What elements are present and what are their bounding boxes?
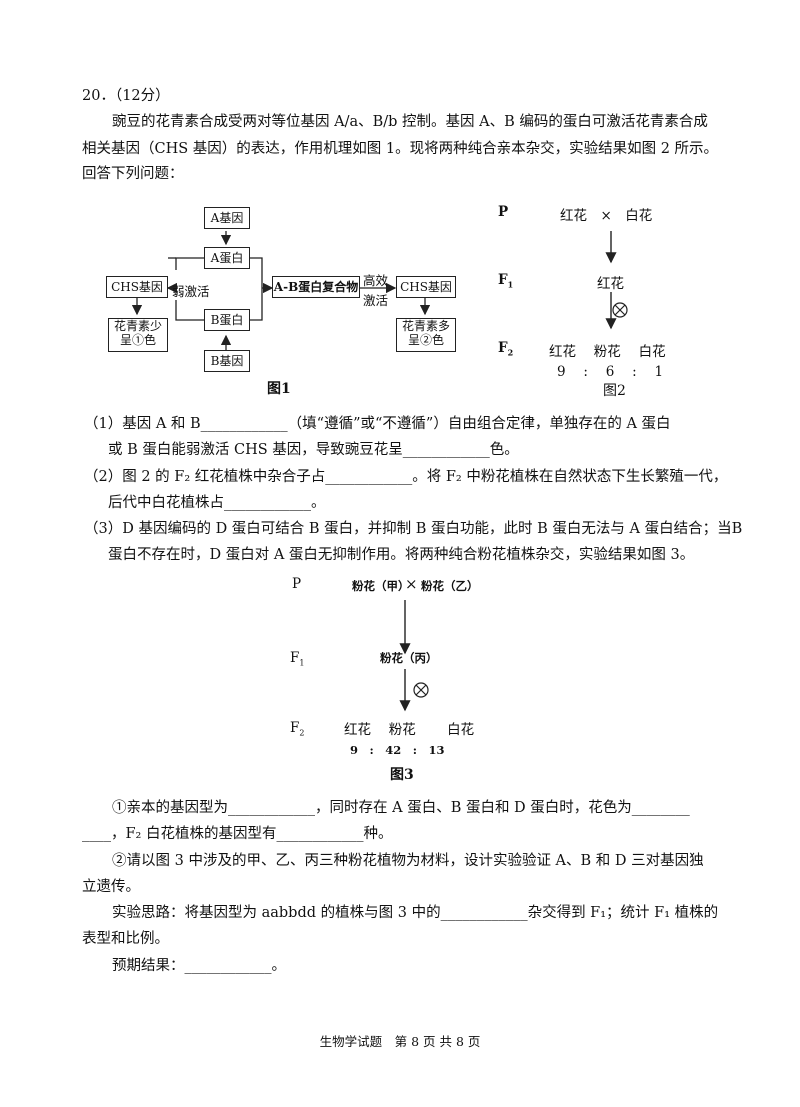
chs-gene-right-box: CHS基因: [396, 276, 456, 298]
figure-2-caption: 图2: [603, 383, 626, 399]
sub1-line-1: ①亲本的基因型为____________，同时存在 A 蛋白、B 蛋白和 D 蛋…: [112, 800, 690, 816]
fig2-f1-letter: F: [498, 272, 508, 288]
fig2-p-label: P: [498, 204, 509, 220]
b-gene-box: B基因: [204, 350, 250, 372]
fig2-p-cross: 红花 × 白花: [560, 208, 653, 224]
result-right-line-1: 花青素多: [401, 319, 450, 333]
intro-line-3: 回答下列问题：: [82, 166, 184, 182]
result-left-line-2: 呈①色: [119, 333, 156, 347]
fig2-f1-label: F1: [498, 272, 513, 290]
sub2-line-3: 实验思路：将基因型为 aabbdd 的植株与图 3 中的____________…: [112, 905, 719, 921]
a-gene-box: A基因: [204, 207, 250, 229]
fig3-f1-letter: F: [290, 650, 300, 666]
strong-activation-label-1: 高效: [363, 273, 389, 288]
result-right-line-2: 呈②色: [407, 333, 444, 347]
q2-line-2: 后代中白花植株占____________。: [108, 495, 326, 511]
fig3-f1-label: F1: [290, 650, 304, 668]
fig2-f2-ratio: 9 : 6 : 1: [557, 364, 664, 380]
sub2-line-1: ②请以图 3 中涉及的甲、乙、丙三种粉花植物为材料，设计实验验证 A、B 和 D…: [112, 853, 704, 869]
question-number: 20．（12分）: [82, 88, 170, 104]
fig3-p-label: P: [292, 576, 302, 592]
ab-complex-box: A-B蛋白复合物: [272, 276, 360, 298]
fig3-p-left: 粉花（甲）: [352, 579, 410, 593]
fig2-f2-label: F2: [498, 340, 513, 358]
q3-line-1: （3）D 基因编码的 D 蛋白可结合 B 蛋白，并抑制 B 蛋白功能，此时 B …: [84, 521, 743, 537]
strong-activation-label-2: 激活: [363, 293, 389, 308]
fig2-f2-letter: F: [498, 340, 508, 356]
fig2-f2-sub: 2: [507, 347, 514, 358]
page-footer: 生物学试题 第 8 页 共 8 页: [319, 1034, 481, 1049]
fig3-cross-sign: ×: [405, 575, 418, 593]
sub2-line-5: 预期结果：____________。: [112, 958, 286, 974]
weak-activation-label: 弱激活: [172, 284, 210, 299]
fig3-f1-value: 粉花（丙）: [380, 651, 438, 665]
figure-3-caption: 图3: [390, 767, 414, 783]
chs-gene-left-box: CHS基因: [106, 276, 168, 298]
fig3-f2-sub: 2: [299, 728, 305, 738]
figure-1-caption: 图1: [267, 381, 291, 397]
fig3-f2-types: 红花 粉花 白花: [344, 722, 475, 738]
q3-line-2: 蛋白不存在时，D 蛋白对 A 蛋白无抑制作用。将两种纯合粉花植株杂交，实验结果如…: [108, 547, 695, 563]
fig3-f2-letter: F: [290, 720, 300, 736]
q2-line-1: （2）图 2 的 F₂ 红花植株中杂合子占____________。将 F₂ 中…: [84, 469, 728, 485]
sub1-line-2: ____，F₂ 白花植株的基因型有____________种。: [82, 826, 393, 842]
fig2-f1-value: 红花: [597, 276, 624, 292]
fig3-p-right: 粉花（乙）: [421, 579, 479, 593]
result-right-box: 花青素多 呈②色: [396, 318, 456, 352]
result-left-line-1: 花青素少: [113, 319, 162, 333]
a-protein-box: A蛋白: [204, 247, 250, 269]
q1-line-2: 或 B 蛋白能弱激活 CHS 基因，导致豌豆花呈____________色。: [108, 442, 519, 458]
sub2-line-2: 立遗传。: [82, 879, 140, 895]
b-protein-box: B蛋白: [204, 309, 250, 331]
intro-line-2: 相关基因（CHS 基因）的表达，作用机理如图 1。现将两种纯合亲本杂交，实验结果…: [82, 141, 719, 157]
intro-line-1: 豌豆的花青素合成受两对等位基因 A/a、B/b 控制。基因 A、B 编码的蛋白可…: [112, 114, 708, 130]
fig3-f2-ratio: 9 : 42 : 13: [350, 743, 445, 757]
fig2-f1-sub: 1: [507, 279, 514, 290]
fig3-f1-sub: 1: [299, 658, 305, 668]
sub2-line-4: 表型和比例。: [82, 931, 169, 947]
fig2-f2-types: 红花 粉花 白花: [549, 344, 666, 360]
result-left-box: 花青素少 呈①色: [108, 318, 168, 352]
q1-line-1: （1）基因 A 和 B____________（填“遵循”或“不遵循”）自由组合…: [84, 416, 671, 432]
fig3-f2-label: F2: [290, 720, 304, 738]
